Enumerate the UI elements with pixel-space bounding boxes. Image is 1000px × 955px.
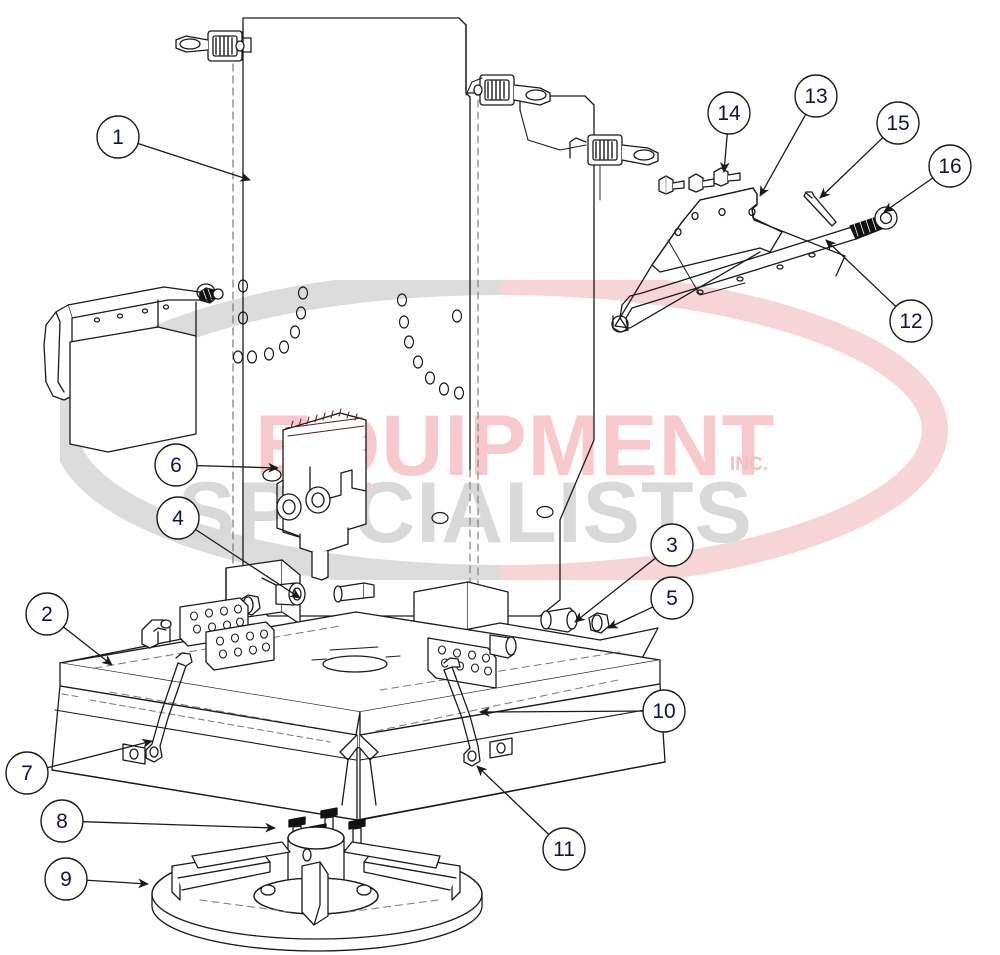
callout-leader-13 <box>759 114 807 197</box>
callout-leader-7 <box>47 738 153 769</box>
callout-number-9: 9 <box>60 868 72 891</box>
callout-leader-9 <box>86 878 149 889</box>
callout-leader-11 <box>476 765 550 835</box>
pin-lanyard <box>465 77 601 201</box>
perforated-ear-bracket-b <box>205 621 275 671</box>
side-support-plate <box>614 187 846 329</box>
callout-number-3: 3 <box>666 534 678 557</box>
callout-balloon-7[interactable] <box>5 751 49 795</box>
callout-number-12: 12 <box>899 310 922 333</box>
lift-arm-tube <box>611 226 857 333</box>
callout-balloon-16[interactable] <box>928 144 972 188</box>
left-handle-bracket <box>43 283 224 453</box>
hinge-pin-assembly-mid <box>473 74 551 106</box>
hinge-pin-assembly-right <box>569 134 659 166</box>
callout-leader-4 <box>195 528 301 599</box>
cylinder-stub-right <box>489 634 517 659</box>
callout-balloon-5[interactable] <box>650 576 694 620</box>
callout-balloon-1[interactable] <box>96 115 140 159</box>
linkage-rod-right <box>443 657 481 767</box>
linkage-rod-upper-left <box>141 619 172 649</box>
callout-number-2: 2 <box>41 603 53 626</box>
callout-number-1: 1 <box>112 126 124 149</box>
callout-leader-6 <box>196 462 279 473</box>
callout-balloon-15[interactable] <box>876 101 920 145</box>
hinge-pin-assembly-left <box>175 30 245 62</box>
callout-balloon-8[interactable] <box>40 799 84 843</box>
callout-number-6: 6 <box>170 454 182 477</box>
clevis-pin <box>803 191 837 227</box>
callout-balloon-14[interactable] <box>707 91 751 135</box>
turntable-ring <box>151 826 483 952</box>
callout-balloon-11[interactable] <box>542 827 586 871</box>
callout-leader-16 <box>883 177 934 213</box>
callout-number-5: 5 <box>666 587 678 610</box>
callout-balloon-2[interactable] <box>25 592 69 636</box>
watermark-ring-left <box>60 280 500 580</box>
callout-balloon-13[interactable] <box>794 74 838 118</box>
callout-number-11: 11 <box>553 838 575 861</box>
callout-number-16: 16 <box>938 155 961 178</box>
cross-bolt-center <box>333 582 375 603</box>
callout-balloon-9[interactable] <box>44 857 88 901</box>
hydraulic-valve-block <box>262 408 367 581</box>
callout-number-8: 8 <box>56 810 68 833</box>
watermark-ring-right <box>500 280 948 580</box>
callout-number-15: 15 <box>886 112 909 135</box>
callout-balloon-4[interactable] <box>156 496 200 540</box>
callout-number-14: 14 <box>717 102 741 125</box>
perforated-ear-bracket-c <box>427 637 497 689</box>
callout-leader-5 <box>607 606 654 629</box>
callout-balloon-10[interactable] <box>642 689 686 733</box>
linkage-rod-left <box>145 652 193 763</box>
watermark-text-suffix: INC. <box>730 454 768 475</box>
callout-number-13: 13 <box>804 85 827 108</box>
callout-leader-15 <box>819 137 884 199</box>
callout-leader-8 <box>82 821 276 833</box>
callout-balloon-3[interactable] <box>650 523 694 567</box>
callout-number-7: 7 <box>21 762 33 785</box>
callout-leader-10 <box>479 707 644 717</box>
callout-leader-3 <box>574 557 656 623</box>
callout-leader-1 <box>137 142 251 182</box>
callout-leader-12 <box>825 239 897 307</box>
callout-leader-2 <box>63 626 113 666</box>
callout-number-4: 4 <box>172 507 184 530</box>
callout-balloon-6[interactable] <box>154 443 198 487</box>
callout-leader-14 <box>719 133 730 173</box>
callout-balloon-12[interactable] <box>889 299 933 343</box>
callout-number-10: 10 <box>652 700 675 723</box>
